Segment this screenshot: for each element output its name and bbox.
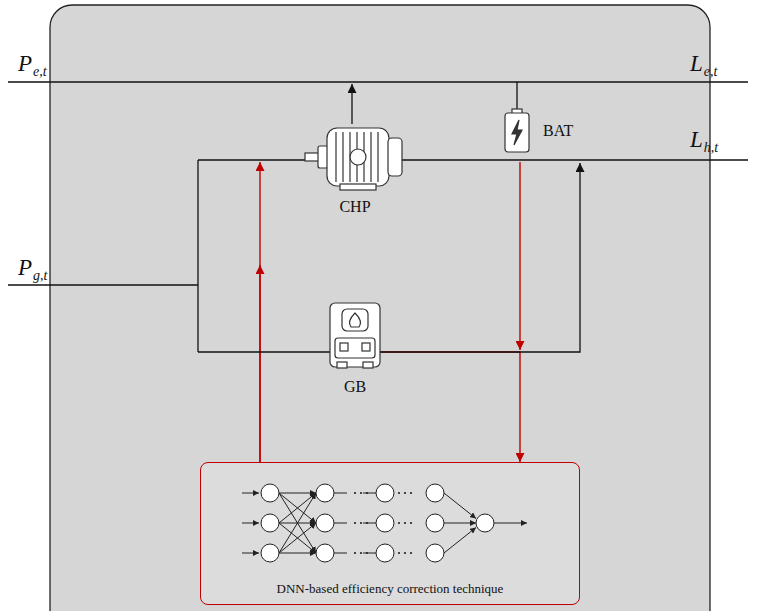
module-caption: DNN-based efficiency correction techniqu…	[277, 581, 504, 597]
correction-signal	[379, 352, 520, 462]
gb-icon	[325, 300, 385, 372]
gas-split-line	[197, 160, 198, 352]
port-label: Lh,t	[690, 128, 718, 151]
device-label: BAT	[543, 122, 573, 140]
heat-bus	[400, 159, 748, 160]
battery-unit: BAT	[503, 108, 573, 154]
chp-unit: CHP	[300, 120, 410, 216]
gb-heat-line	[378, 163, 580, 352]
gas-boiler: GB	[325, 300, 385, 396]
battery-line	[516, 82, 517, 112]
device-label: GB	[344, 378, 366, 396]
correction-signal	[519, 162, 520, 350]
correction-signal	[259, 162, 260, 462]
device-label: CHP	[339, 198, 370, 216]
port-label: Pe,t	[18, 52, 47, 75]
dnn-icon	[202, 465, 578, 577]
port-label: Le,t	[690, 52, 717, 75]
dnn-correction-box: DNN-based efficiency correction techniqu…	[200, 462, 580, 605]
gb-gas-line	[198, 351, 332, 352]
chp-gas-line	[198, 159, 310, 160]
chp-power-line	[351, 84, 352, 124]
correction-signal	[259, 265, 260, 462]
port-label: Pg,t	[18, 256, 47, 279]
gas-input-line	[8, 284, 198, 285]
electric-bus	[8, 81, 748, 82]
bat-icon	[503, 108, 531, 154]
chp-icon	[300, 120, 410, 192]
